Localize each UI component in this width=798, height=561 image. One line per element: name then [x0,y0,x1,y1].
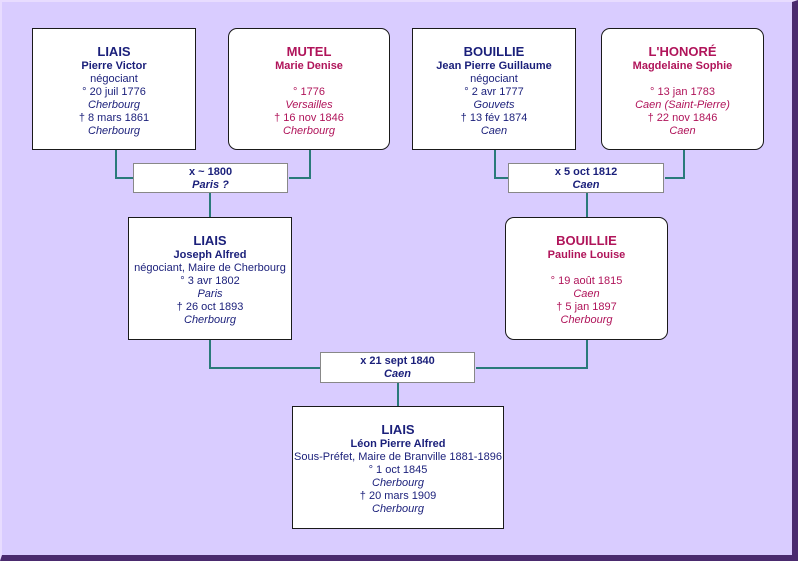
person-death-place: Caen [669,125,696,137]
person-surname: LIAIS [381,422,415,437]
marriage-place: Caen [384,368,411,380]
person-given-names: Pauline Louise [547,249,626,261]
person-given-names: Pierre Victor [81,60,147,72]
person-birth-place: Caen (Saint-Pierre) [635,99,730,111]
connector-line [209,340,322,369]
person-death-date: † 16 nov 1846 [274,112,344,124]
marriage-date: x 21 sept 1840 [360,355,435,367]
person-given-names: Magdelaine Sophie [632,60,733,72]
person-death-place: Cherbourg [560,314,613,326]
person-card[interactable]: L'HONORÉ Magdelaine Sophie ° 13 jan 1783… [601,28,764,150]
marriage-place: Caen [572,179,600,191]
person-card[interactable]: LIAIS Léon Pierre Alfred Sous-Préfet, Ma… [292,406,504,529]
connector-line [115,150,135,179]
person-given-names: Léon Pierre Alfred [350,438,446,450]
person-card[interactable]: BOUILLIE Pauline Louise ° 19 août 1815 C… [505,217,668,340]
person-occupation: négociant, Maire de Cherbourg [134,262,286,274]
person-birth-date: ° 1776 [293,86,325,98]
person-birth-place: Cherbourg [88,99,140,111]
person-death-place: Cherbourg [184,314,236,326]
person-card[interactable]: LIAIS Joseph Alfred négociant, Maire de … [128,217,292,340]
person-given-names: Joseph Alfred [173,249,247,261]
person-surname: BOUILLIE [463,44,525,59]
person-surname: BOUILLIE [556,233,617,248]
person-birth-date: ° 1 oct 1845 [368,464,428,476]
person-occupation: négociant [470,73,518,85]
person-occupation [229,73,389,86]
marriage-date: x ~ 1800 [188,166,233,178]
person-birth-date: ° 3 avr 1802 [180,275,240,287]
person-birth-place: Cherbourg [372,477,424,489]
person-birth-date: ° 2 avr 1777 [464,86,524,98]
connector-line [665,150,685,179]
person-death-date: † 22 nov 1846 [647,112,718,124]
connector-line [494,150,510,179]
person-death-date: † 13 fév 1874 [460,112,528,124]
connector-line [289,150,311,179]
marriage-box[interactable]: x 21 sept 1840 Caen [320,352,475,383]
marriage-place: Paris ? [192,179,229,191]
connector-lines [115,150,685,408]
person-death-date: † 5 jan 1897 [556,301,617,313]
marriage-box[interactable]: x 5 oct 1812 Caen [508,163,664,193]
person-card[interactable]: MUTEL Marie Denise ° 1776 Versailles † 1… [228,28,390,150]
person-death-place: Caen [480,125,508,137]
person-birth-place: Gouvets [473,99,515,111]
person-surname: LIAIS [193,233,227,248]
person-death-place: Cherbourg [372,503,424,515]
person-birth-date: ° 20 juil 1776 [82,86,146,98]
person-given-names: Jean Pierre Guillaume [436,60,552,72]
marriage-box[interactable]: x ~ 1800 Paris ? [133,163,288,193]
person-occupation [602,73,763,86]
person-birth-place: Caen [573,288,600,300]
person-surname: LIAIS [97,44,131,59]
person-birth-date: ° 19 août 1815 [550,275,623,287]
person-birth-place: Versailles [285,99,333,111]
person-birth-date: ° 13 jan 1783 [650,86,715,98]
person-death-date: † 20 mars 1909 [359,490,437,502]
person-card[interactable]: LIAIS Pierre Victor négociant ° 20 juil … [32,28,196,150]
connector-line [476,340,588,369]
person-occupation [506,262,667,275]
person-occupation: Sous-Préfet, Maire de Branville 1881-189… [294,451,502,463]
marriage-date: x 5 oct 1812 [554,166,618,178]
person-death-date: † 8 mars 1861 [78,112,150,124]
person-card[interactable]: BOUILLIE Jean Pierre Guillaume négociant… [412,28,576,150]
person-death-place: Cherbourg [283,125,335,137]
person-occupation: négociant [90,73,138,85]
person-given-names: Marie Denise [275,60,343,72]
person-birth-place: Paris [197,288,223,300]
person-surname: L'HONORÉ [648,44,717,59]
person-death-place: Cherbourg [88,125,140,137]
person-death-date: † 26 oct 1893 [176,301,244,313]
person-surname: MUTEL [286,44,332,59]
